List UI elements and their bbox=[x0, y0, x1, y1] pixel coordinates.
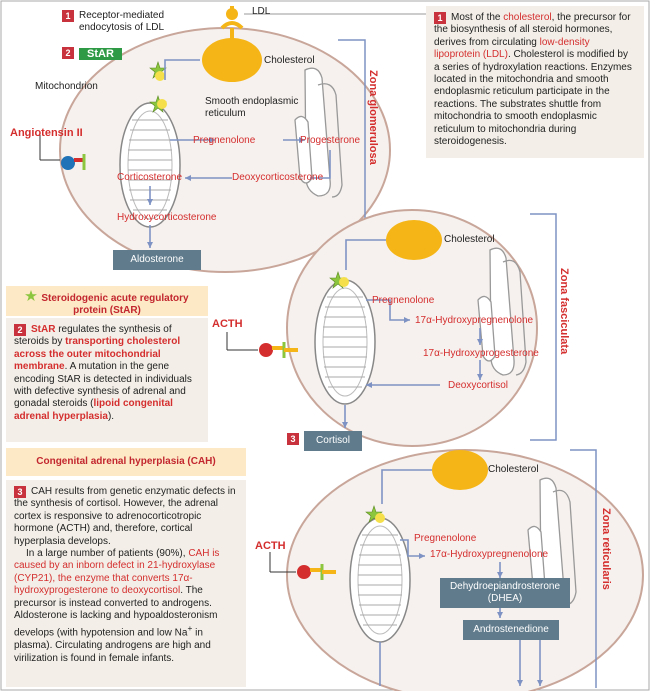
badge-2-top: 2 bbox=[62, 47, 74, 59]
star-icon bbox=[25, 290, 38, 301]
cholesterol-label-top: Cholesterol bbox=[264, 55, 315, 66]
star-top bbox=[149, 61, 167, 113]
cholesterol-droplet-middle bbox=[386, 220, 442, 260]
androstenedione-box: Androstenedione bbox=[463, 620, 559, 640]
mitochondrion-bottom bbox=[349, 517, 411, 643]
corticosterone-top: Corticosterone bbox=[117, 172, 183, 183]
badge-2-note: 2 bbox=[14, 324, 26, 336]
badge-1-top: 1 bbox=[62, 10, 74, 22]
zone-glomerulosa-label: Zona glomerulosa bbox=[367, 70, 379, 165]
cortisol-step3: 3 Cortisol bbox=[287, 430, 362, 451]
hydroxycorticosterone-top: Hydroxycorticosterone bbox=[117, 212, 217, 223]
deoxycortisol-middle: Deoxycortisol bbox=[448, 380, 509, 391]
pathway-arrows-middle bbox=[342, 239, 483, 428]
angiotensin-label: Angiotensin II bbox=[10, 127, 83, 139]
pregnenolone-top: Pregnenolone bbox=[193, 135, 256, 146]
acth-receptor-bottom bbox=[269, 552, 336, 580]
badge-3-note: 3 bbox=[14, 486, 26, 498]
mitochondrion-middle bbox=[314, 279, 376, 405]
fasciculata-bracket bbox=[530, 213, 557, 441]
cholesterol-label-bottom: Cholesterol bbox=[488, 464, 539, 475]
zone-reticularis-label: Zona reticularis bbox=[600, 508, 612, 590]
star-label-top: StAR bbox=[79, 48, 122, 60]
cortisol-box: Cortisol bbox=[304, 431, 362, 451]
mitochondrion-top bbox=[119, 102, 181, 228]
aldosterone-box: Aldosterone bbox=[113, 250, 201, 270]
acth-receptor-middle bbox=[226, 332, 298, 358]
ldl-label: LDL bbox=[252, 6, 271, 17]
badge-1-note: 1 bbox=[434, 12, 446, 24]
ldl-receptor bbox=[220, 6, 432, 40]
progesterone-top: Progesterone bbox=[300, 135, 361, 146]
ser-middle bbox=[477, 247, 527, 376]
hydroxypregnenolone-bottom: 17α-Hydroxypregnenolone bbox=[430, 549, 549, 560]
pathway-arrows-top bbox=[147, 59, 331, 248]
mitochondrion-label: Mitochondrion bbox=[35, 81, 98, 92]
angiotensin-receptor bbox=[39, 135, 86, 170]
cah-header: Congenital adrenal hyperplasia (CAH) bbox=[6, 448, 246, 476]
cholesterol-droplet-top bbox=[202, 38, 262, 82]
star-step2: 2 StAR bbox=[62, 44, 122, 63]
star-bottom bbox=[365, 505, 385, 523]
acth-label-bottom: ACTH bbox=[255, 540, 286, 552]
hydroxypregnenolone-middle: 17α-Hydroxypregnenolone bbox=[415, 315, 534, 326]
badge-3-middle: 3 bbox=[287, 433, 299, 445]
zone-fasciculata-label: Zona fasciculata bbox=[558, 268, 570, 355]
pregnenolone-middle: Pregnenolone bbox=[372, 295, 435, 306]
cholesterol-label-middle: Cholesterol bbox=[444, 234, 495, 245]
pregnenolone-bottom: Pregnenolone bbox=[414, 533, 477, 544]
deoxycorticosterone-top: Deoxycorticosterone bbox=[232, 172, 324, 183]
dhea-box: Dehydroepiandrosterone(DHEA) bbox=[440, 578, 570, 608]
star-middle bbox=[329, 271, 349, 289]
acth-label-middle: ACTH bbox=[212, 318, 243, 330]
pathway-arrows-bottom bbox=[379, 469, 543, 686]
cholesterol-droplet-bottom bbox=[432, 450, 488, 490]
hydroxyprogesterone-middle: 17α-Hydroxyprogesterone bbox=[423, 348, 539, 359]
reticularis-bracket bbox=[570, 449, 597, 688]
